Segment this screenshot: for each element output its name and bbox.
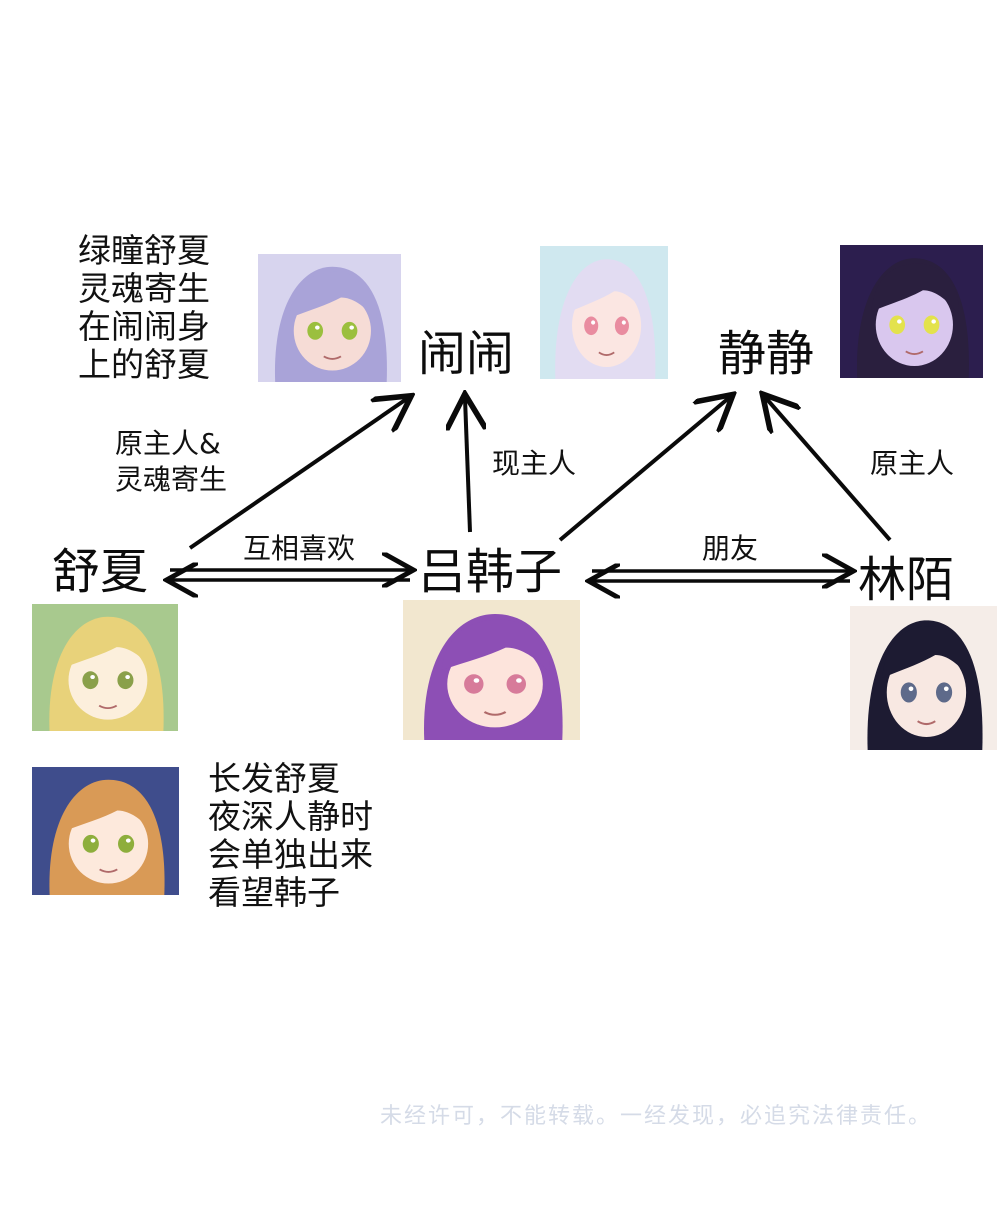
portrait-green-eye-shuxia (258, 254, 401, 382)
hair-fringe (64, 784, 155, 834)
note-line: 上的舒夏 (78, 345, 210, 384)
arrow-linmo-to-jingjing (765, 397, 892, 542)
right-eye (341, 321, 358, 340)
portrait-art (540, 246, 668, 379)
portrait-art (850, 606, 997, 750)
note-line: 会单独出来 (208, 835, 373, 874)
left-eye-highlight (591, 320, 596, 325)
left-eye-highlight (897, 319, 902, 324)
note-line: 看望韩子 (208, 873, 340, 912)
arrow-lvhanzi-to-naonao (465, 398, 470, 533)
portrait-art (403, 600, 580, 740)
face (447, 640, 543, 728)
mouth (917, 720, 936, 726)
note-green-eye-shuxia: 绿瞳舒夏 灵魂寄生 在闹闹身 上的舒夏 (78, 232, 210, 384)
face (886, 647, 967, 738)
right-eye (117, 671, 134, 690)
node-jingjing: 静静 (718, 326, 815, 382)
left-eye (82, 834, 99, 853)
face (875, 283, 953, 367)
node-linmo: 林陌 (858, 552, 955, 608)
right-eye-highlight (125, 674, 130, 680)
left-eye (82, 671, 99, 690)
right-eye-highlight (516, 678, 522, 683)
portrait-lvhanzi (403, 600, 580, 740)
mouth (483, 711, 507, 716)
mouth (323, 355, 342, 360)
right-eye-highlight (125, 838, 131, 843)
portrait-shuxia (32, 604, 178, 731)
label-linmo-jingjing: 原主人 (870, 447, 955, 480)
arrow-shuxia-to-naonao (188, 398, 408, 550)
note-line: 绿瞳舒夏 (78, 231, 210, 270)
note-line: 夜深人静时 (208, 797, 373, 836)
left-eye (889, 315, 906, 335)
hair-fringe (871, 263, 959, 315)
node-lvhanzi: 吕韩子 (418, 544, 563, 600)
right-eye (506, 674, 527, 694)
left-eye-highlight (90, 838, 96, 843)
hair-fringe (441, 619, 550, 673)
hair-fringe (289, 271, 377, 321)
label-shuxia-naonao-line2: 灵魂寄生 (115, 463, 228, 496)
left-eye (307, 321, 324, 340)
left-eye (584, 316, 599, 336)
label-shuxia-naonao-line1: 原主人& (115, 427, 221, 460)
note-line: 灵魂寄生 (78, 269, 210, 308)
face (68, 640, 148, 720)
portrait-jingjing (840, 245, 983, 378)
mouth (905, 350, 924, 355)
portrait-art (258, 254, 401, 382)
right-eye (935, 682, 953, 703)
portrait-art (32, 767, 179, 895)
right-eye-highlight (621, 320, 626, 325)
label-lvhanzi-linmo: 朋友 (702, 532, 759, 565)
portrait-linmo (850, 606, 997, 750)
hair-fringe (882, 626, 973, 681)
mouth (98, 704, 118, 710)
portrait-long-hair-shuxia (32, 767, 179, 895)
hair-fringe (64, 621, 154, 671)
right-eye (923, 315, 940, 335)
note-line: 长发舒夏 (208, 759, 340, 798)
note-line: 在闹闹身 (78, 307, 210, 346)
left-eye (900, 682, 917, 703)
label-shuxia-lvhanzi: 互相喜欢 (243, 532, 356, 565)
note-long-hair-shuxia: 长发舒夏 夜深人静时 会单独出来 看望韩子 (208, 760, 373, 912)
portrait-art (840, 245, 983, 378)
portrait-naonao (540, 246, 668, 379)
face (68, 804, 149, 884)
left-eye (464, 674, 484, 694)
face (293, 291, 371, 371)
arrow-lvhanzi-to-jingjing (558, 397, 730, 542)
right-eye (614, 316, 629, 336)
copyright-watermark: 未经许可，不能转载。一经发现，必追究法律责任。 (380, 1104, 933, 1129)
face (572, 284, 642, 368)
right-eye-highlight (931, 319, 936, 324)
hair-fringe (568, 264, 647, 316)
left-eye-highlight (473, 678, 480, 683)
left-eye-highlight (908, 686, 914, 692)
portrait-art (32, 604, 178, 731)
left-eye-highlight (90, 674, 95, 680)
left-eye-highlight (315, 325, 320, 330)
node-naonao: 闹闹 (418, 326, 515, 382)
right-eye (117, 834, 135, 853)
node-shuxia: 舒夏 (52, 544, 149, 600)
mouth (99, 868, 118, 873)
mouth (598, 351, 615, 356)
right-eye-highlight (349, 325, 354, 330)
label-lvhanzi-naonao: 现主人 (492, 447, 577, 480)
right-eye-highlight (943, 686, 949, 692)
